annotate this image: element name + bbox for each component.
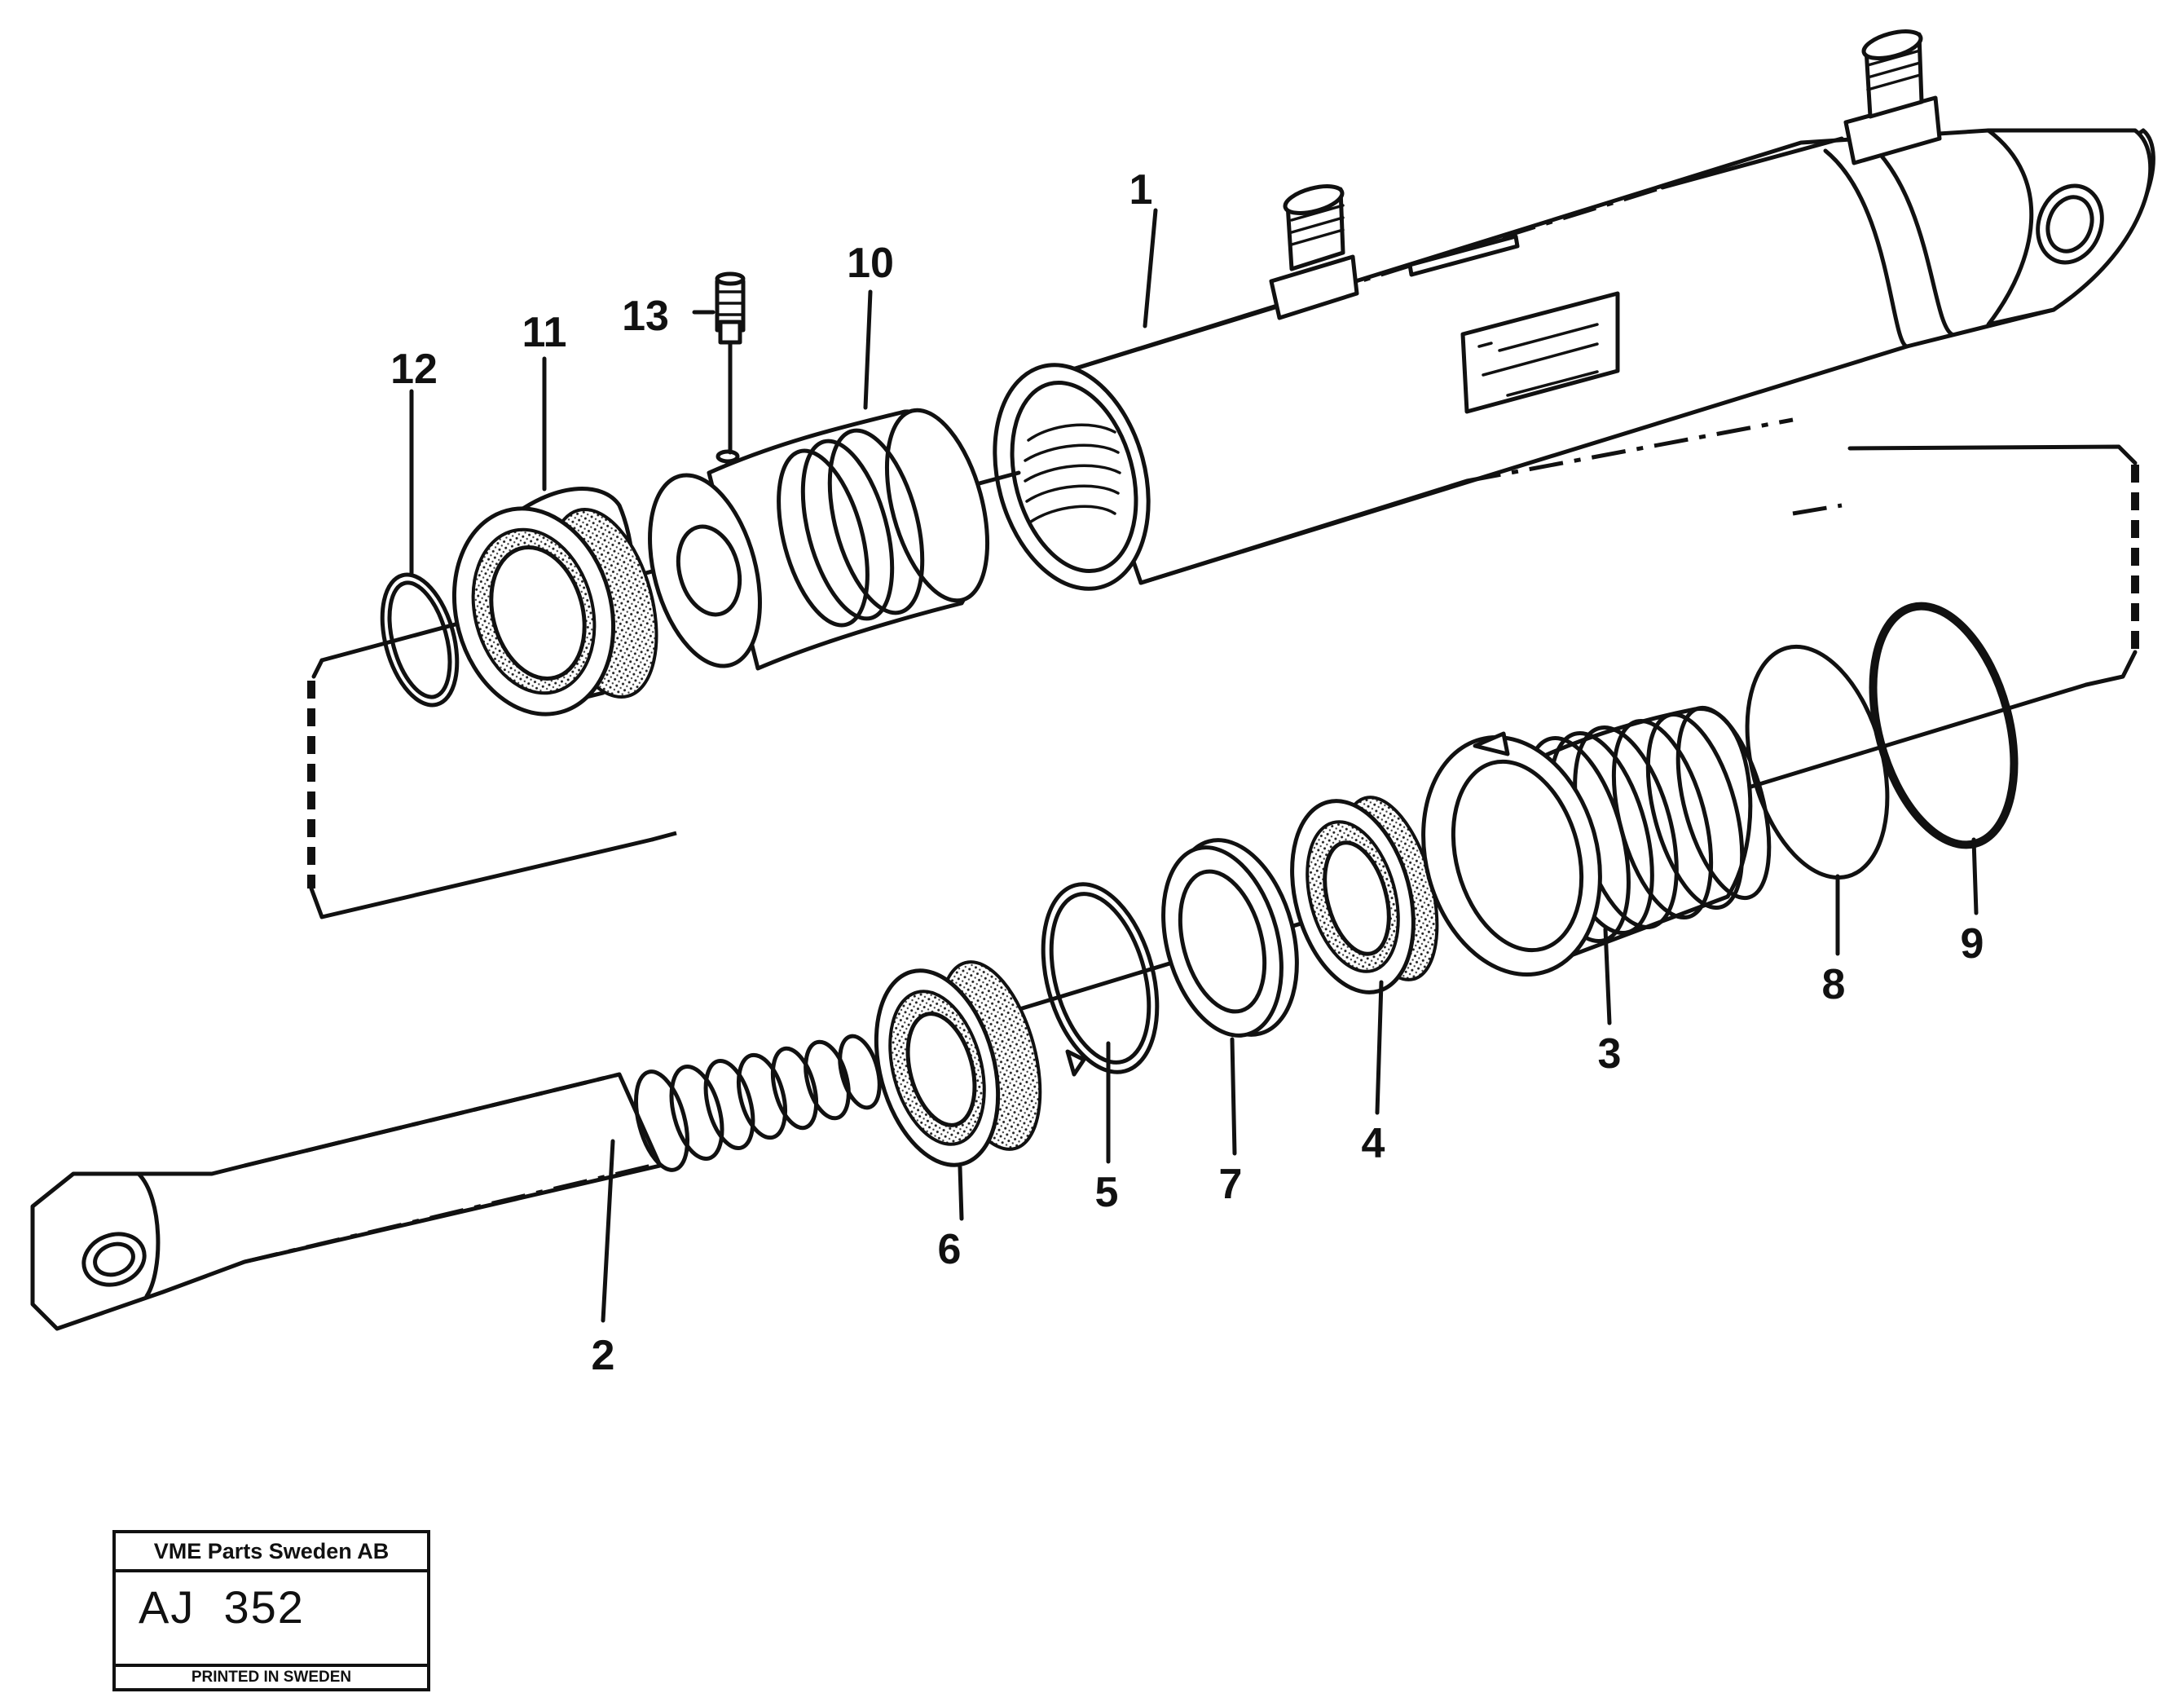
callout-7: 7 xyxy=(1219,1161,1243,1208)
company-name: VME Parts Sweden AB xyxy=(116,1533,427,1572)
retaining-ring xyxy=(1041,882,1160,1077)
callout-1: 1 xyxy=(1129,166,1153,214)
title-block: VME Parts Sweden AB AJ 352 PRINTED IN SW… xyxy=(112,1530,430,1691)
callout-11: 11 xyxy=(522,309,567,356)
callout-2: 2 xyxy=(592,1332,615,1379)
callout-labels: 1 2 3 4 5 6 7 8 9 10 11 12 13 xyxy=(390,166,1984,1379)
cylinder-barrel xyxy=(993,29,2155,591)
leader-lines xyxy=(409,208,1979,1323)
callout-6: 6 xyxy=(938,1226,962,1273)
cylinder-head xyxy=(1421,705,1772,977)
wiper-ring xyxy=(874,960,1042,1167)
callout-8: 8 xyxy=(1822,961,1846,1008)
snap-ring xyxy=(1869,602,2019,849)
drawing-code: AJ 352 xyxy=(139,1581,305,1633)
callout-13: 13 xyxy=(622,293,669,340)
callout-5: 5 xyxy=(1095,1169,1119,1216)
piston xyxy=(648,408,990,671)
piston-rod xyxy=(30,1034,882,1331)
bearing-sleeve xyxy=(451,487,658,717)
callout-10: 10 xyxy=(847,240,894,287)
callout-3: 3 xyxy=(1598,1030,1622,1078)
callout-12: 12 xyxy=(390,346,438,393)
guide-ring xyxy=(1290,796,1439,994)
callout-4: 4 xyxy=(1362,1120,1385,1167)
o-ring xyxy=(380,572,460,708)
connection-brackets xyxy=(307,444,2139,919)
callout-9: 9 xyxy=(1961,920,1984,968)
bleed-screw xyxy=(715,271,746,455)
rod-seal xyxy=(1161,838,1299,1038)
printed-note: PRINTED IN SWEDEN xyxy=(116,1664,427,1688)
